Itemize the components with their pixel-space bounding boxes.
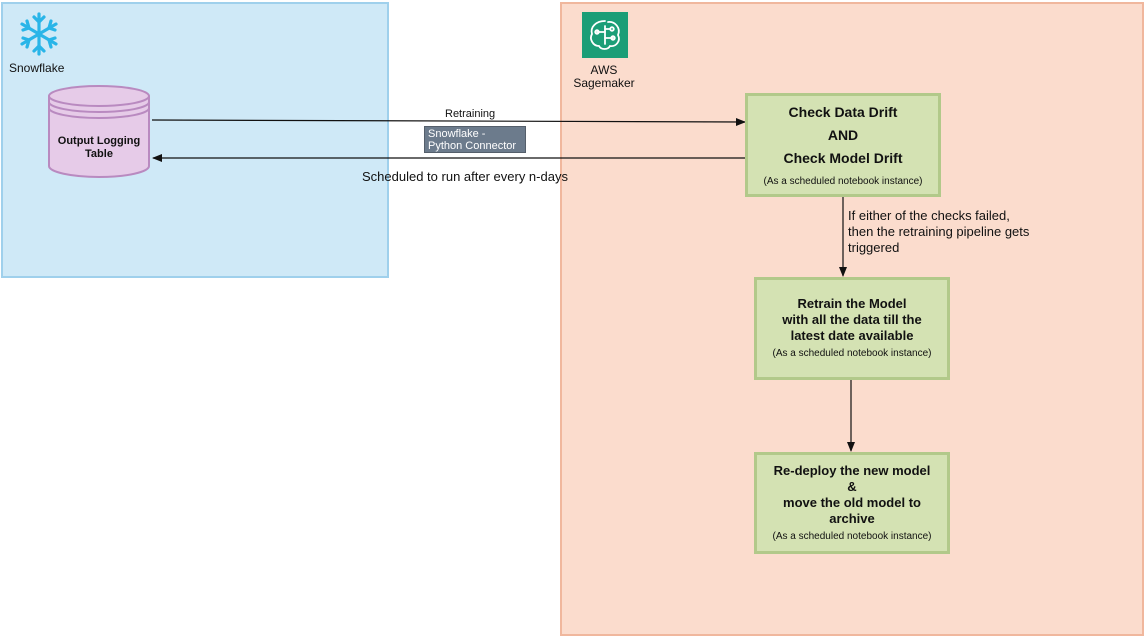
snowflake-label: Snowflake (9, 61, 65, 75)
redeploy-model-box: Re-deploy the new model & move the old m… (754, 452, 950, 554)
output-logging-table: Output Logging Table (46, 135, 152, 161)
trigger-line1: If either of the checks failed, (848, 208, 1010, 223)
retrain-model-box: Retrain the Model with all the data till… (754, 277, 950, 380)
python-connector-tag: Snowflake - Python Connector (424, 126, 526, 153)
sagemaker-icon (582, 12, 628, 58)
connector-line1: Snowflake - (428, 128, 486, 140)
deploy-note: (As a scheduled notebook instance) (772, 530, 932, 542)
retrain-note: (As a scheduled notebook instance) (772, 348, 932, 359)
deploy-line4: archive (829, 510, 875, 526)
retrain-line1: Retrain the Model (797, 296, 907, 311)
connector-line2: Python Connector (428, 140, 517, 152)
table-label-line1: Output Logging (57, 135, 141, 147)
retrain-line3: latest date available (790, 328, 914, 343)
deploy-line2: & (847, 478, 857, 494)
drift-line1: Check Data Drift (788, 104, 898, 120)
sagemaker-label-line2: Sagemaker (573, 76, 635, 90)
trigger-line3: triggered (848, 240, 900, 255)
drift-note: (As a scheduled notebook instance) (763, 176, 923, 187)
snowflake-icon (20, 12, 58, 56)
drift-line3: Check Model Drift (783, 150, 903, 166)
check-drift-box: Check Data Drift AND Check Model Drift (… (745, 93, 941, 197)
trigger-line2: then the retraining pipeline gets (848, 224, 1030, 239)
retraining-arrow (151, 117, 746, 126)
trigger-note: If either of the checks failed, then the… (848, 208, 1029, 256)
sagemaker-label-line1: AWS (590, 63, 618, 77)
drift-line2: AND (827, 127, 859, 143)
deploy-line1: Re-deploy the new model (773, 462, 931, 478)
scheduled-label: Scheduled to run after every n-days (362, 169, 568, 184)
retrain-line2: with all the data till the (782, 312, 922, 327)
retraining-label: Retraining (445, 108, 496, 120)
sagemaker-label: AWS Sagemaker (564, 64, 644, 90)
database-icon (48, 85, 150, 178)
table-label-line2: Table (85, 148, 113, 160)
deploy-line3: move the old model to (783, 494, 921, 510)
